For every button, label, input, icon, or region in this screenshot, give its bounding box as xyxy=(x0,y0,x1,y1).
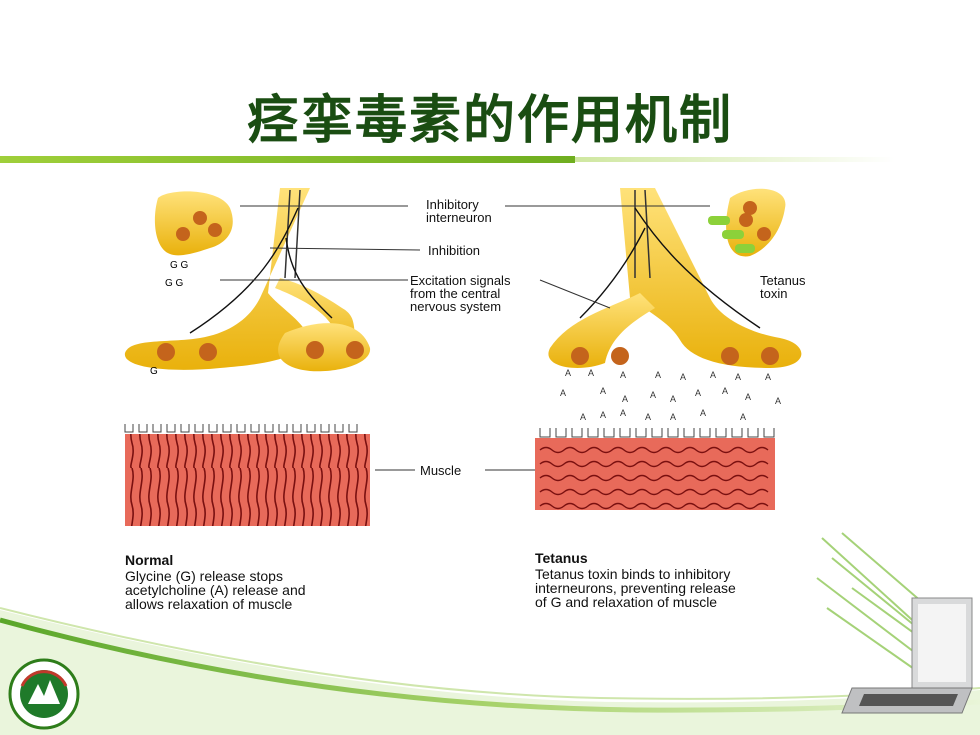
label-tetanus-toxin: Tetanus toxin xyxy=(760,273,806,301)
svg-text:A: A xyxy=(775,396,781,406)
caption-tetanus-text: Tetanus toxin binds to inhibitory intern… xyxy=(535,566,736,610)
label-inhibition: Inhibition xyxy=(428,243,481,258)
label-muscle: Muscle xyxy=(420,463,462,478)
label-leader-lines xyxy=(220,205,710,471)
svg-text:A: A xyxy=(560,388,566,398)
svg-text:G G: G G xyxy=(165,278,184,289)
caption-normal-title: Normal xyxy=(125,552,174,568)
svg-text:A: A xyxy=(655,370,661,380)
tetanus-receptors xyxy=(539,428,775,438)
svg-text:A: A xyxy=(565,368,571,378)
tetanus-neurons xyxy=(548,188,802,368)
normal-receptors xyxy=(124,424,358,433)
title-underline-fade xyxy=(575,157,895,162)
svg-text:A: A xyxy=(600,410,606,420)
university-seal-icon xyxy=(8,658,80,730)
svg-text:A: A xyxy=(650,390,656,400)
svg-text:G: G xyxy=(150,366,158,377)
svg-text:A: A xyxy=(700,408,706,418)
svg-text:A: A xyxy=(580,412,586,422)
normal-neurons: G G G G G xyxy=(124,188,371,377)
svg-text:A: A xyxy=(765,372,771,382)
svg-text:A: A xyxy=(695,388,701,398)
title-underline xyxy=(0,156,575,163)
svg-text:A: A xyxy=(745,392,751,402)
label-excitation-signals: Excitation signals from the central nerv… xyxy=(410,273,511,314)
caption-tetanus-title: Tetanus xyxy=(535,550,588,566)
label-inhibitory-interneuron: Inhibitory interneuron xyxy=(426,197,492,225)
caption-normal-text: Glycine (G) release stops acetylcholine … xyxy=(125,568,306,612)
svg-text:A: A xyxy=(735,372,741,382)
svg-text:A: A xyxy=(670,394,676,404)
svg-text:A: A xyxy=(722,386,728,396)
svg-text:A: A xyxy=(645,412,651,422)
svg-text:A: A xyxy=(620,370,626,380)
svg-text:A: A xyxy=(680,372,686,382)
svg-text:A: A xyxy=(740,412,746,422)
tetanus-muscle xyxy=(535,438,775,510)
slide-title: 痉挛毒素的作用机制 xyxy=(246,91,733,151)
svg-text:A: A xyxy=(670,412,676,422)
svg-text:A: A xyxy=(622,394,628,404)
svg-text:A: A xyxy=(710,370,716,380)
svg-text:G G: G G xyxy=(170,260,189,271)
normal-muscle xyxy=(125,434,370,526)
svg-text:A: A xyxy=(620,408,626,418)
svg-text:A: A xyxy=(600,386,606,396)
laptop-decoration xyxy=(816,532,973,714)
svg-text:A: A xyxy=(588,368,594,378)
